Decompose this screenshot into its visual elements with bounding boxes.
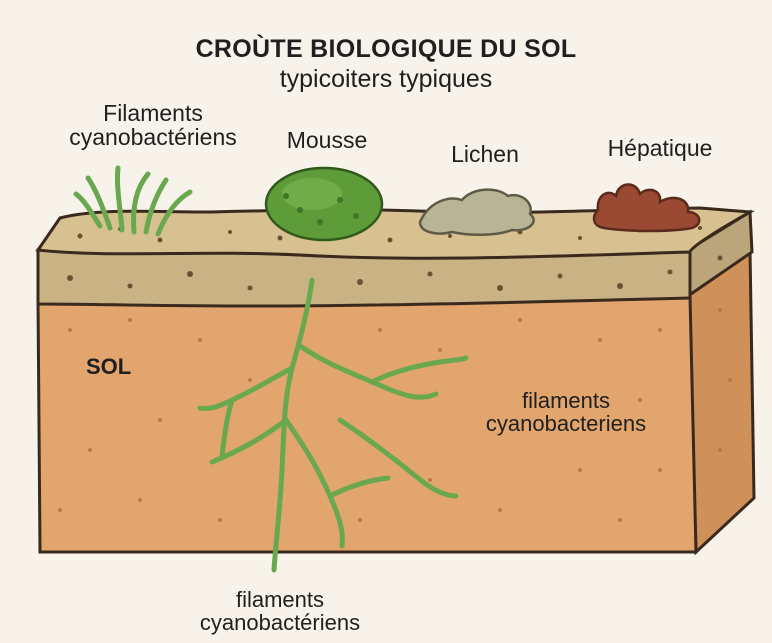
label-sol: SOL [86, 355, 131, 378]
liverwort-thallus [594, 184, 699, 231]
soil-block-side [688, 250, 754, 552]
label-lichen: Lichen [420, 142, 550, 166]
label-right-filaments-line1: filaments [522, 388, 610, 413]
label-right-filaments: filaments cyanobacteriens [446, 389, 686, 435]
label-right-filaments-line2: cyanobacteriens [486, 411, 646, 436]
label-bottom-filaments-line2: cyanobactériens [200, 610, 360, 635]
label-surface-filaments-line2: cyanobactériens [69, 124, 237, 150]
label-surface-filaments: Filaments cyanobactériens [48, 101, 258, 149]
label-surface-filaments-line1: Filaments [103, 100, 203, 126]
moss-clump [266, 168, 382, 240]
label-hepatique: Hépatique [580, 136, 740, 160]
label-bottom-filaments-line1: filaments [236, 587, 324, 612]
label-bottom-filaments: filaments cyanobactériens [160, 588, 400, 634]
diagram-title: CROÙTE BIOLOGIQUE DU SOL [0, 36, 772, 62]
diagram-subtitle: typicoiters typiques [0, 66, 772, 92]
lichen-patch [420, 190, 534, 235]
label-mousse: Mousse [262, 128, 392, 152]
